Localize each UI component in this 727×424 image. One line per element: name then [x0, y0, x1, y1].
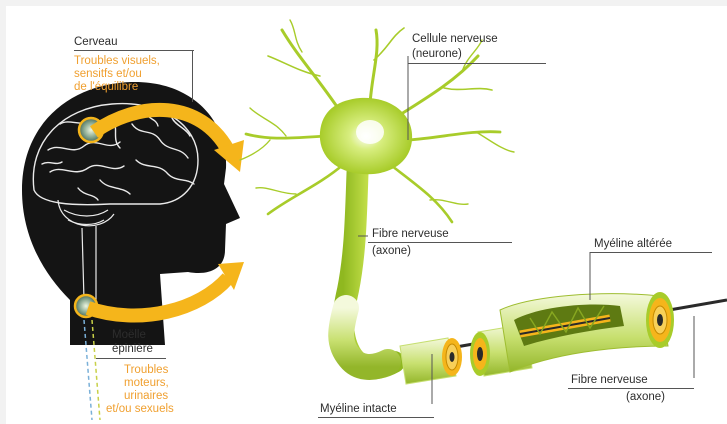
rule-fibre-top — [368, 242, 512, 243]
symptom-brain-line3: de l'équilibre — [74, 81, 138, 94]
rule-myeline-alteree — [590, 252, 712, 253]
symptom-spine-line4: et/ou sexuels — [106, 403, 174, 416]
symptom-spine-line3: urinaires — [124, 390, 168, 403]
intact-myelin-segment — [400, 338, 462, 384]
symptom-brain-line1: Troubles visuels, — [74, 55, 160, 68]
label-myeline-intacte: Myéline intacte — [320, 403, 397, 416]
label-fibre-top-line1: Fibre nerveuse — [372, 228, 449, 241]
rule-cerveau — [74, 50, 194, 51]
rule-cerveau-vertical — [192, 50, 193, 102]
label-cerveau: Cerveau — [74, 36, 117, 49]
label-moelle-line1: Moëlle — [112, 329, 146, 342]
neuron-nucleus — [356, 120, 384, 144]
symptom-brain-line2: sensitfs et/ou — [74, 68, 142, 81]
label-moelle-line2: épinière — [112, 343, 153, 356]
label-cellule-line1: Cellule nerveuse — [412, 33, 498, 46]
rule-myeline-intacte — [318, 417, 434, 418]
label-fibre-bottom-line1: Fibre nerveuse — [571, 374, 648, 387]
rule-moelle — [96, 358, 166, 359]
symptom-spine-line2: moteurs, — [124, 377, 169, 390]
rule-fibre-bottom — [568, 388, 694, 389]
axon-myelin-segment — [341, 308, 388, 367]
label-fibre-top-line2: (axone) — [372, 245, 411, 258]
label-myeline-alteree: Myéline altérée — [594, 238, 672, 251]
damaged-myelin-segment — [500, 292, 674, 372]
symptom-spine-line1: Troubles — [124, 364, 168, 377]
label-cellule-line2: (neurone) — [412, 48, 462, 61]
label-fibre-bottom-line2: (axone) — [626, 391, 665, 404]
rule-cellule — [408, 63, 546, 64]
